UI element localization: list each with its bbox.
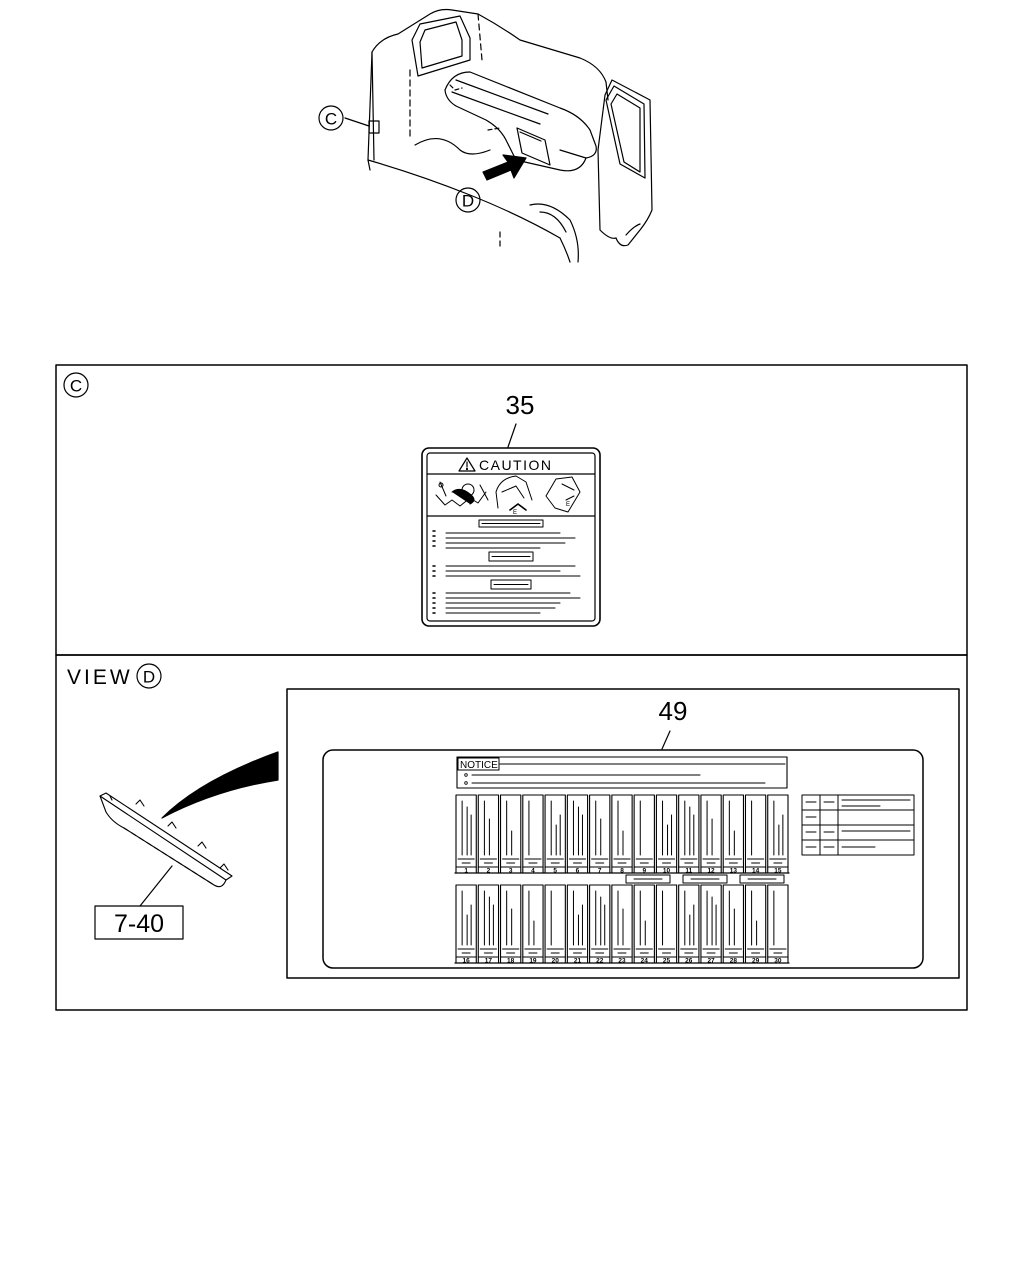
hazard-pictogram-2: E [495, 475, 533, 516]
fuse-slot: 16 [455, 884, 477, 965]
fuse-slot: 14 [744, 794, 767, 875]
fuse-number: 22 [596, 958, 604, 965]
fuse-number: 4 [531, 868, 535, 875]
warning-triangle-icon [458, 457, 476, 472]
fuse-slot: 29 [744, 884, 767, 965]
section-d-detail-frame [286, 688, 960, 979]
view-word: VIEW [67, 666, 133, 689]
fuse-slot: 21 [566, 884, 589, 965]
callout-c-top: C [318, 105, 344, 131]
fuse-number: 16 [463, 958, 471, 965]
fuse-slot: 4 [522, 794, 544, 875]
fuse-number: 26 [685, 958, 693, 965]
fuse-slot: 24 [633, 884, 655, 965]
ref-7-40-leader [139, 865, 173, 907]
caution-label: CAUTION E E [421, 447, 601, 627]
fuse-slot: 28 [722, 884, 745, 965]
fuse-slot: 23 [611, 884, 633, 965]
part-number-35: 35 [506, 390, 535, 420]
fuse-number: 23 [618, 958, 626, 965]
notice-heading: NOTICE [460, 760, 498, 771]
fuse-number: 11 [685, 868, 692, 875]
section-d-frame [55, 654, 968, 1011]
svg-text:E: E [566, 502, 570, 508]
fuse-number: 24 [641, 958, 649, 965]
fuse-slot: 12 [700, 794, 722, 875]
fuse-slot: 1 [455, 794, 477, 875]
fuse-number: 15 [774, 868, 782, 875]
fuse-number: 21 [574, 958, 582, 965]
fuse-number: 6 [576, 868, 580, 875]
fuse-number: 30 [774, 958, 782, 965]
fuse-number: 3 [509, 868, 513, 875]
fuse-number: 29 [752, 958, 760, 965]
fuse-slot: 18 [499, 884, 522, 965]
fuse-number: 7 [598, 868, 602, 875]
ref-7-40-box [94, 905, 184, 940]
fuse-slot: 2 [477, 794, 500, 875]
fuse-number: 12 [707, 868, 715, 875]
part-35-leader [507, 423, 517, 448]
fuse-number: 25 [663, 958, 671, 965]
fuse-number: 14 [752, 868, 760, 875]
fuse-slot: 8 [611, 794, 633, 875]
fuse-number: 10 [663, 868, 671, 875]
part-49-leader [661, 730, 671, 750]
section-d-marker: D [136, 663, 162, 689]
section-d-marker-label: D [143, 668, 155, 687]
fuse-slot: 7 [589, 794, 611, 875]
fuse-slot: 17 [477, 884, 500, 965]
cab-interior-illustration [344, 8, 653, 263]
section-c-marker: C [63, 372, 89, 398]
fuse-slot: 10 [655, 794, 678, 875]
fuse-number: 19 [529, 958, 537, 965]
fuse-slot: 5 [544, 794, 566, 875]
callout-d-top: D [455, 187, 481, 213]
fuse-slot: 22 [589, 884, 611, 965]
fuse-slot: 13 [722, 794, 745, 875]
fuse-slot: 20 [544, 884, 566, 965]
part-number-49: 49 [659, 696, 688, 726]
fuse-slot: 19 [522, 884, 544, 965]
fuse-slot: 6 [566, 794, 589, 875]
fuse-number: 13 [730, 868, 738, 875]
relay-indicators [625, 874, 785, 884]
fuse-slot: 11 [678, 794, 700, 875]
fuse-slot: 26 [678, 884, 700, 965]
svg-text:E: E [513, 510, 517, 516]
fuse-slot: 3 [499, 794, 522, 875]
fuse-number: 8 [620, 868, 624, 875]
fuse-slot: 27 [700, 884, 722, 965]
hazard-pictogram-3: E [545, 476, 581, 513]
view-pointer-wedge [161, 751, 279, 819]
fuse-number: 9 [642, 868, 646, 875]
fuse-slot: 30 [767, 884, 789, 965]
fuse-number: 27 [707, 958, 715, 965]
fuse-bottom-row: 16 17 18 19 20 21 22 23 24 25 26 27 28 29 30 [454, 884, 790, 965]
hazard-pictogram-1 [435, 481, 489, 507]
ref-7-40-label: 7-40 [114, 910, 164, 938]
section-c-marker-label: C [70, 377, 82, 396]
callout-c-top-label: C [325, 110, 337, 129]
callout-d-top-label: D [462, 192, 474, 211]
fuse-number: 1 [464, 868, 468, 875]
fuse-slot: 15 [767, 794, 789, 875]
fuse-number: 5 [553, 868, 557, 875]
caution-heading: CAUTION [479, 457, 553, 473]
fuse-legend-table [801, 794, 915, 856]
fuse-slot: 25 [655, 884, 678, 965]
caution-text-lines [432, 519, 581, 614]
glove-box-lid [99, 792, 233, 888]
fuse-slot: 9 [633, 794, 655, 875]
fuse-number: 28 [730, 958, 738, 965]
fuse-number: 20 [552, 958, 560, 965]
fuse-number: 17 [485, 958, 493, 965]
fuse-number: 18 [507, 958, 515, 965]
fuse-number: 2 [487, 868, 491, 875]
